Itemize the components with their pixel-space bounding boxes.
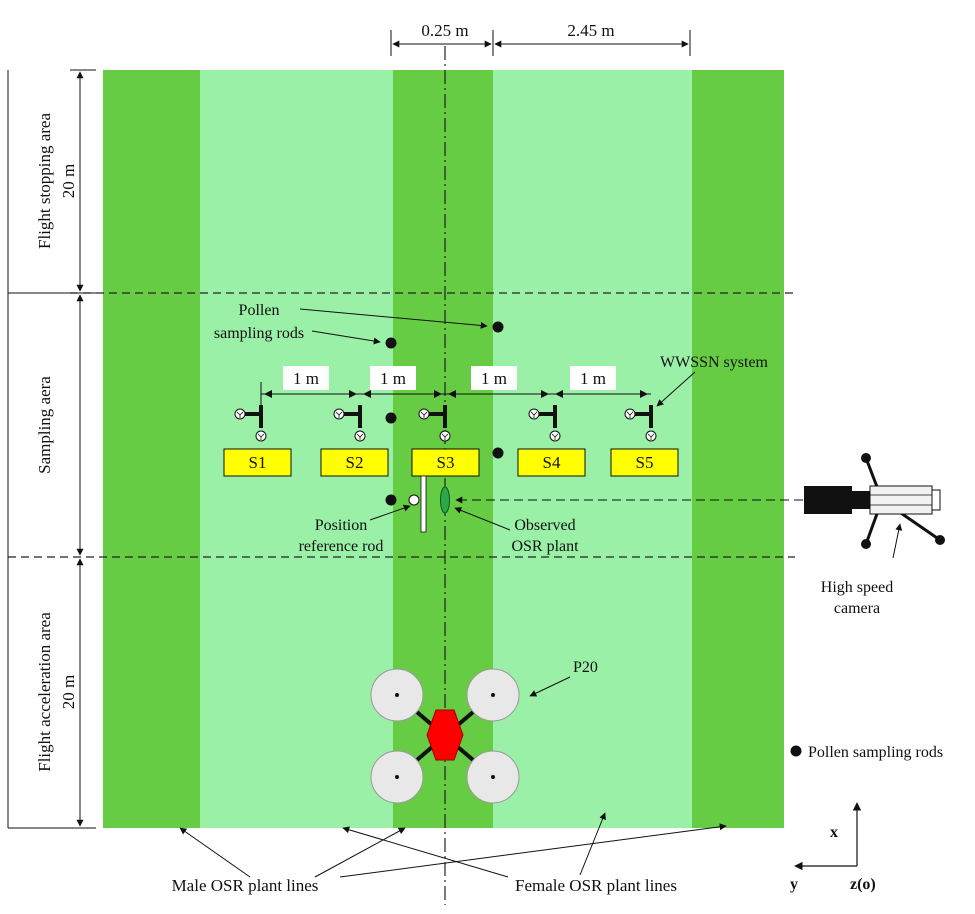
wwssn-system-arrow [656,371,696,407]
spacing-label-2: 1 m [380,369,406,388]
flight-acceleration-area-label: Flight acceleration area [35,612,54,772]
flight-stopping-area-label: Flight stopping area [35,113,54,249]
z-axis-label: z(o) [850,876,876,893]
drone-label-arrow [529,676,571,697]
position-reference-rod-label-line1: Position [315,517,367,534]
drone-label: P20 [573,659,598,676]
spacing-label-box-4 [570,366,616,390]
observed-osr-plant [440,486,450,514]
wwssn-system-label: WWSSN system [660,354,769,371]
position-reference-rod-label-line2: reference rod [299,538,384,555]
station-box-s1 [223,448,292,477]
pollen-sampling-rod [385,337,397,349]
camera-label-line1: High speed [821,579,893,596]
station-label-s3: S3 [437,453,455,472]
observed-plant-arrow [454,507,511,531]
wwssn-units [234,405,657,442]
flight-acceleration-area-length: 20 m [59,675,78,709]
pollen-rods-label-line1: Pollen [239,302,280,319]
center-width-label: 0.25 m [421,21,468,40]
y-axis-label: y [790,876,798,893]
spacing-label-box-2 [370,366,416,390]
drone-body [426,709,464,761]
camera-label-arrow [892,523,903,559]
male-plant-line-right [692,70,784,828]
pollen-rods-arrow-2 [299,308,488,329]
p20-drone [370,668,520,804]
station-box-s3 [411,448,480,477]
spacing-label-box-1 [283,366,329,390]
sampling-area-label: Sampling aera [35,376,54,474]
wwssn-sensor-unit [333,405,366,442]
camera-label-line2: camera [834,600,880,617]
spacing-label-4: 1 m [580,369,606,388]
station-box-s2 [320,448,389,477]
position-reference-rod-arrow [369,504,411,521]
legend-pollen-rod-dot [790,745,802,757]
station-label-s5: S5 [636,453,654,472]
flight-stopping-area-length: 20 m [59,164,78,198]
wwssn-sensor-unit [234,405,267,442]
station-label-s1: S1 [249,453,267,472]
observed-plant-label-line2: OSR plant [511,538,579,555]
spacing-label-box-3 [471,366,517,390]
wwssn-sensor-unit [624,405,657,442]
station-boxes: S1 S2 S3 S4 S5 [223,448,679,477]
position-reference-rod [420,475,427,533]
observed-plant-label-line1: Observed [514,517,575,534]
station-label-s2: S2 [346,453,364,472]
pollen-sampling-rod [492,321,504,333]
station-label-s4: S4 [543,453,561,472]
pollen-sampling-rod [492,447,504,459]
male-lines-label: Male OSR plant lines [172,876,319,895]
pollen-sampling-rod [385,494,397,506]
x-axis-label: x [830,824,838,841]
side-spacing-label: 2.45 m [567,21,614,40]
pollen-rods-arrow-1 [311,330,381,345]
high-speed-camera [804,453,945,549]
wwssn-sensor-unit [418,405,451,442]
spacing-label-1: 1 m [293,369,319,388]
spacing-label-3: 1 m [481,369,507,388]
male-plant-line-left [103,70,200,828]
pollen-rods-label-line2: sampling rods [214,325,304,342]
pollen-sampling-rod [385,412,397,424]
wwssn-sensor-unit [528,405,561,442]
female-lines-label: Female OSR plant lines [515,876,677,895]
station-box-s5 [610,448,679,477]
station-box-s4 [517,448,586,477]
position-reference-rod-marker [408,494,420,506]
legend-pollen-rods-label: Pollen sampling rods [808,744,943,761]
